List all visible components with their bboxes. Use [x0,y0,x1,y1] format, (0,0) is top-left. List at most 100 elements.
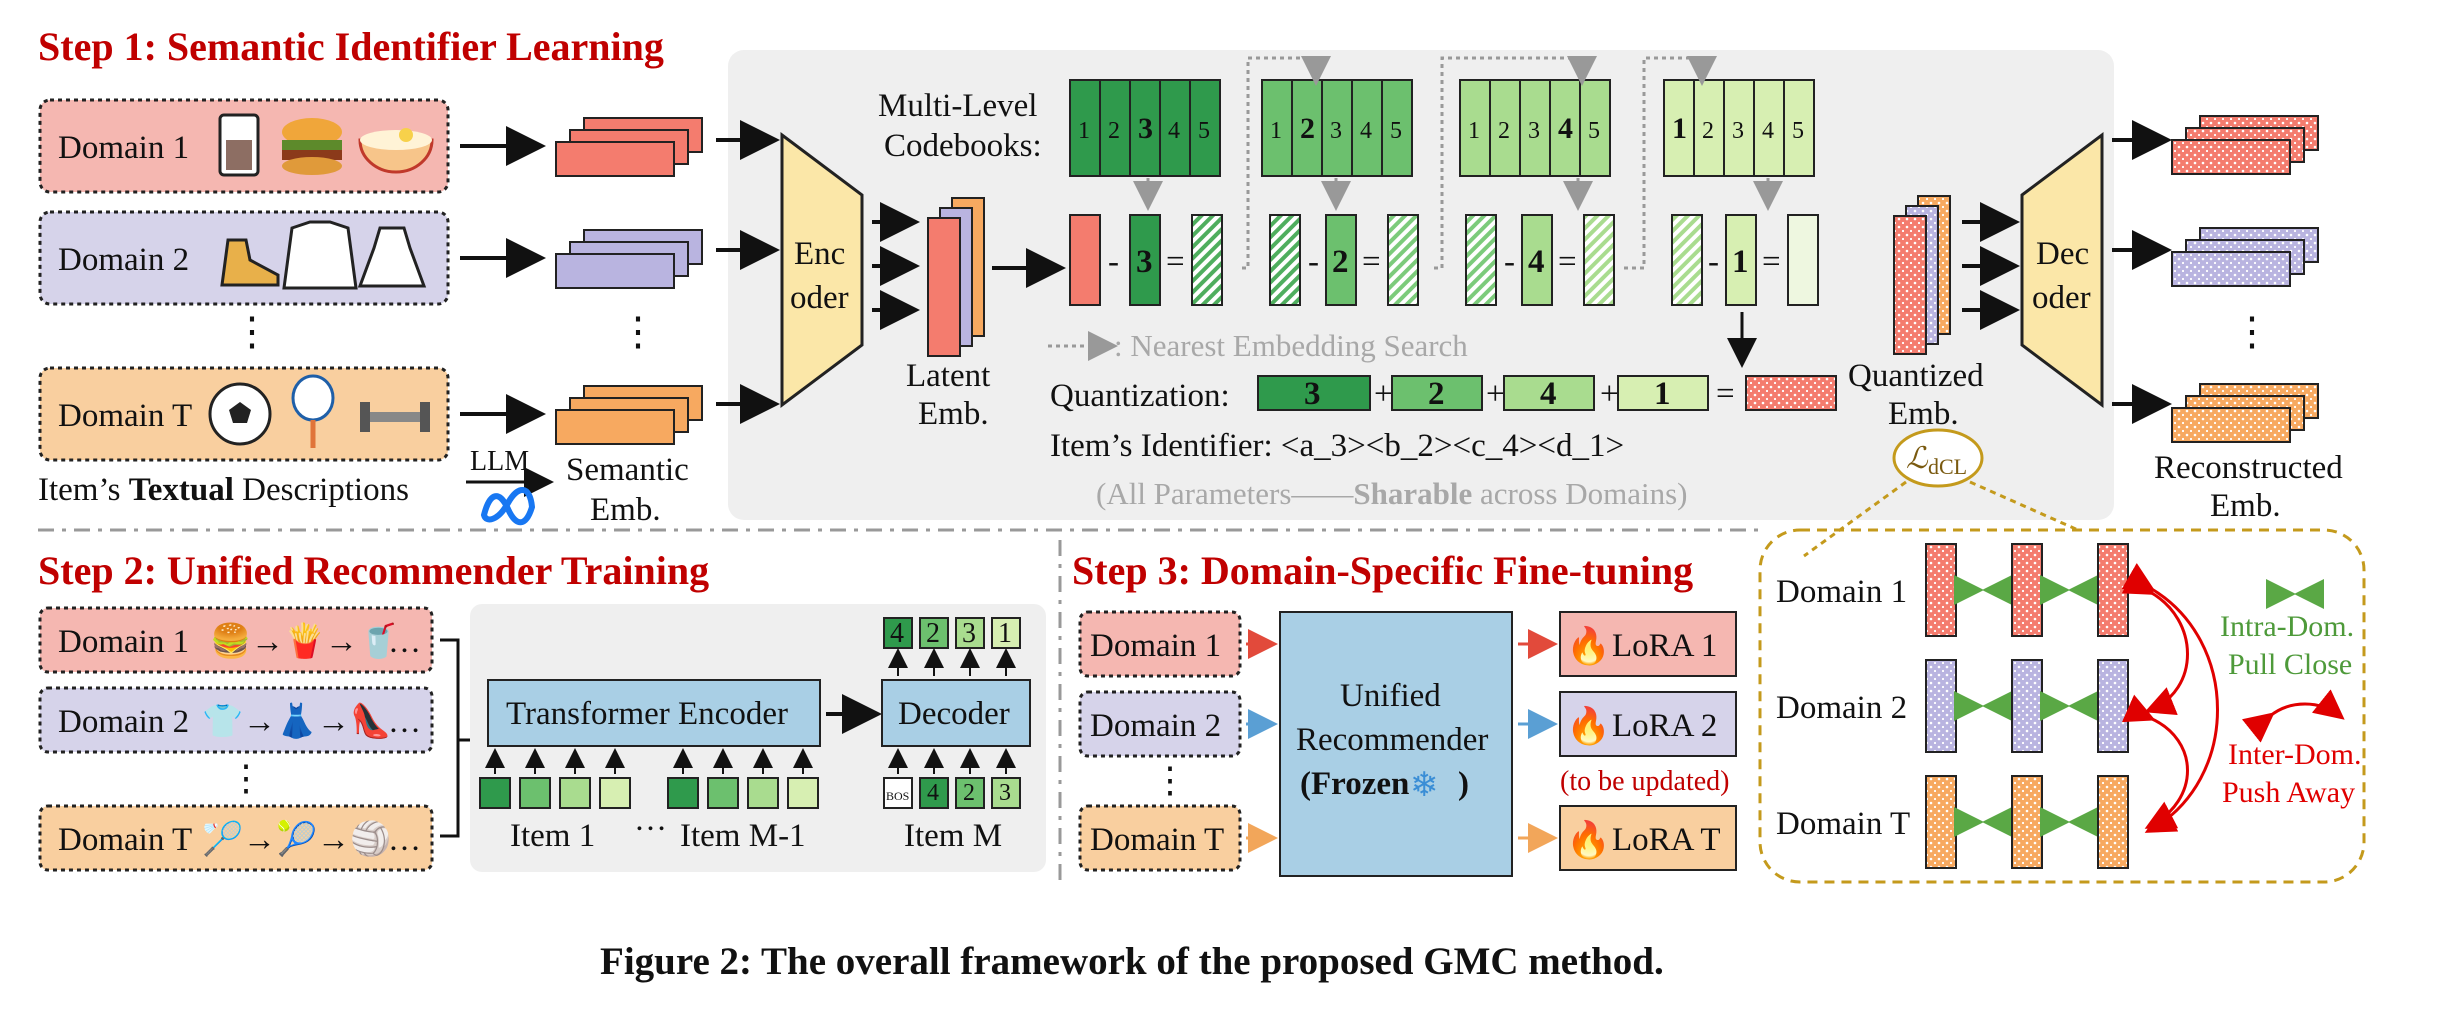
fire-icon: 🔥 [1566,819,1611,860]
decoder-input-token [955,777,985,809]
svg-text:Enc: Enc [794,236,845,272]
semantic-emb-label-2: Emb. [590,492,661,528]
intra-dom-label-1: Intra-Dom. [2220,610,2354,643]
intra-dom-label-2: Pull Close [2228,648,2352,681]
sharable-note: (All Parameters——Sharable across Domains… [1096,476,1688,511]
codebook-cell: 5 [1381,79,1413,177]
svg-text:🏸→🎾→🏐: 🏸→🎾→🏐 [202,818,391,858]
reconstructed-emb-blue [2171,227,2319,287]
contrastive-loss-badge: ℒ dCL [1892,428,1984,488]
contrastive-embeddings [1925,543,2129,869]
input-token [599,777,631,809]
burger-icon [282,118,342,175]
step2-domain-1: Domain 1 🍔→🍟→🥤 … [38,606,434,674]
svg-text:Unified: Unified [1340,678,1441,714]
svg-text:ℒ: ℒ [1906,442,1929,475]
step1-domain-t: Domain T [38,366,450,462]
step1-domain-1: Domain 1 [38,98,450,194]
svg-text:…: … [388,822,421,858]
reconstructed-emb-orange [2171,383,2319,443]
codebook-cell: 3 [1129,79,1161,177]
codebook-cell: 2 [1693,79,1725,177]
codebook-value: 5 [1390,118,1402,144]
svg-text:1: 1 [998,618,1012,649]
quantized-label-2: Emb. [1888,396,1959,432]
svg-text:4: 4 [890,618,904,649]
svg-text:=: = [1558,244,1577,280]
svg-text:=: = [1362,244,1381,280]
dress-icon [357,226,427,288]
svg-text:🍔→🍟→🥤: 🍔→🍟→🥤 [210,622,399,660]
codebook-value: 5 [1588,118,1600,144]
svg-text:Domain T: Domain T [58,398,192,434]
svg-text:Domain T: Domain T [1090,822,1224,858]
codebook-value: 1 [1672,112,1687,145]
codebook-value: 2 [1300,112,1315,145]
semantic-emb-blue [555,229,703,289]
svg-text:2: 2 [926,618,940,649]
codebook-value: 3 [1330,118,1342,144]
contrastive-emb [2011,659,2043,753]
lora-t: 🔥 LoRA T [1559,805,1737,871]
contrastive-emb [2011,543,2043,637]
step2-item-1: Item 1 [510,818,595,854]
step1-domain-2: Domain 2 [38,210,450,306]
decoder-input-value: 4 [927,780,939,806]
fire-icon: 🔥 [1566,625,1611,666]
codebook-cell: 2 [1291,79,1323,177]
decoder-input-value: BOS [886,789,909,803]
contrastive-emb [1925,543,1957,637]
codebook-cell: 5 [1189,79,1221,177]
contrastive-domain-t: Domain T [1776,806,1910,842]
input-token [667,777,699,809]
nearest-search-arrow-4 [1434,56,1597,270]
step3-domain-2: Domain 2 [1078,690,1242,758]
svg-text:=: = [1716,376,1735,412]
residual-step-3: - 4 = [1465,214,1615,306]
semantic-emb-red [555,117,703,177]
svg-text:LoRA 2: LoRA 2 [1612,708,1717,744]
decoder-input-token [991,777,1021,809]
step2-item-m: Item M [904,818,1002,854]
step2-item-m-1: Item M-1 [680,818,806,854]
decoder-input-value: 3 [999,780,1011,806]
codebook-value: 4 [1558,112,1573,145]
reconstructed-label-1: Reconstructed [2154,450,2343,486]
codebook-value: 1 [1270,118,1282,144]
codebook-cell: 1 [1459,79,1491,177]
contrastive-panel [1758,528,2366,884]
textual-descriptions-caption: Item’s Textual Descriptions [38,472,409,508]
fire-icon: 🔥 [1566,705,1611,746]
svg-text:+: + [1374,376,1393,412]
nearest-search-legend: : Nearest Embedding Search [1114,328,1468,363]
inter-dom-label-2: Push Away [2222,776,2355,809]
input-token [747,777,779,809]
reconstructed-vertical-ellipsis: ⋮ [2232,309,2272,354]
quantized-emb [1893,195,1951,355]
svg-text:Domain 1: Domain 1 [1090,628,1221,664]
figure-caption: Figure 2: The overall framework of the p… [600,940,1664,983]
step1-title: Step 1: Semantic Identifier Learning [38,24,664,69]
svg-text:): ) [1458,766,1469,802]
codebook-cell: 5 [1783,79,1815,177]
semantic-emb-orange [555,385,703,445]
svg-text:Dec: Dec [2036,236,2089,272]
input-token [479,777,511,809]
svg-text:=: = [1166,244,1185,280]
svg-text:Recommender: Recommender [1296,722,1488,758]
codebooks-label-1: Multi-Level [878,88,1037,124]
step3-domain-t: Domain T [1078,804,1242,872]
codebook-cell: 4 [1159,79,1191,177]
svg-text:+: + [1486,376,1505,412]
llm-label: LLM [470,446,529,477]
hoodie-icon [282,220,358,290]
residual-step-4: - 1 = [1671,214,1819,306]
reconstructed-label-2: Emb. [2210,488,2281,524]
codebook-value: 5 [1198,118,1210,144]
svg-text:4: 4 [1540,376,1557,412]
codebook-value: 4 [1168,118,1180,144]
codebook-value: 1 [1468,118,1480,144]
